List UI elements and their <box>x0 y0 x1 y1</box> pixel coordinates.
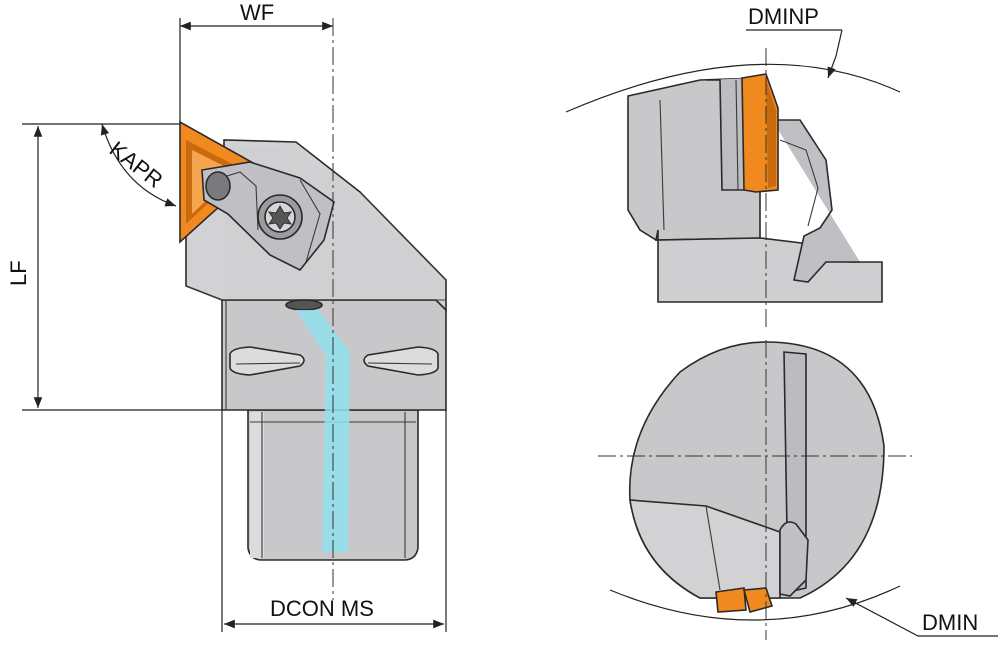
wf-label: WF <box>240 0 274 25</box>
lf-label: LF <box>6 260 31 286</box>
dmin-label: DMIN <box>922 610 978 635</box>
end-view-dmin: DMIN <box>598 340 998 640</box>
dmin-leader <box>845 597 998 637</box>
dminp-leader <box>827 29 843 79</box>
dimension-kapr: KAPR <box>100 123 177 207</box>
dcon-ms-label: DCON MS <box>270 596 374 621</box>
clamping-slot-right <box>363 346 439 376</box>
front-view-dminp: DMINP <box>565 4 901 328</box>
clamping-slot-left <box>229 346 305 376</box>
kapr-label: KAPR <box>105 136 168 193</box>
dimension-wf: WF <box>179 0 333 122</box>
side-view-tool-holder: WF LF KAPR DCON MS <box>6 0 447 632</box>
insert-end <box>715 587 774 613</box>
holder-front-body <box>627 77 883 303</box>
dimension-dcon-ms: DCON MS <box>221 410 447 632</box>
coolant-channel <box>296 310 350 552</box>
dminp-label: DMINP <box>748 4 819 29</box>
torx-screw-icon <box>257 194 303 240</box>
insert-front <box>741 73 779 193</box>
